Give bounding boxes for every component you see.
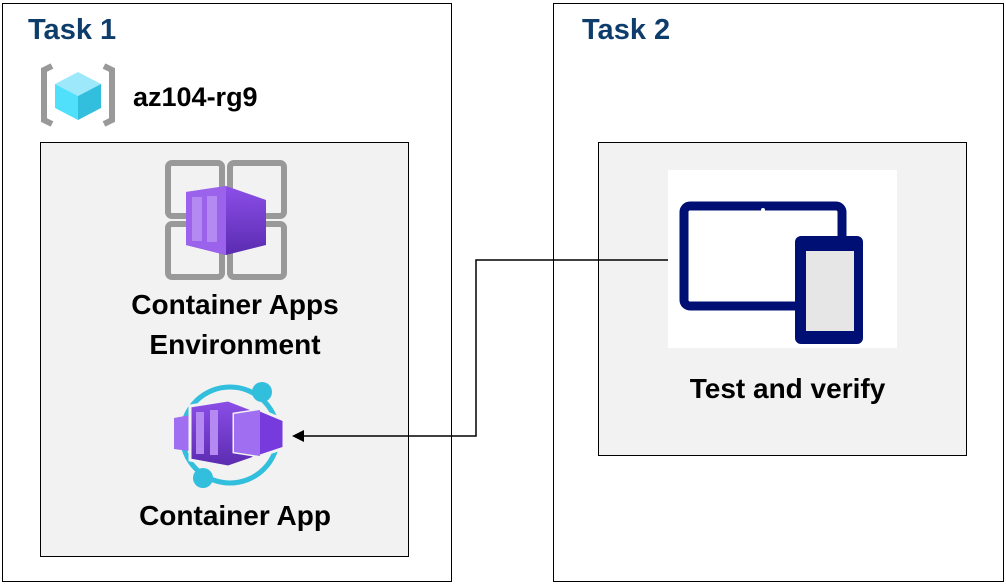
container-app-label: Container App xyxy=(139,500,331,531)
environment-label-line1: Container Apps xyxy=(131,289,339,320)
container-app-icon xyxy=(174,382,286,488)
environment-label-line2: Environment xyxy=(149,329,321,360)
environment-label: Container Apps Environment xyxy=(60,285,410,365)
task1-box xyxy=(2,3,452,582)
container-apps-environment-icon xyxy=(165,160,287,280)
test-verify-label: Test and verify xyxy=(689,373,886,404)
resource-group-icon xyxy=(41,63,115,127)
task2-box xyxy=(553,3,1004,582)
devices-icon xyxy=(679,201,863,344)
connector-arrow xyxy=(292,259,668,442)
resource-group-name: az104-rg9 xyxy=(133,82,258,112)
task2-title: Task 2 xyxy=(582,14,671,46)
task1-title: Task 1 xyxy=(28,14,117,46)
